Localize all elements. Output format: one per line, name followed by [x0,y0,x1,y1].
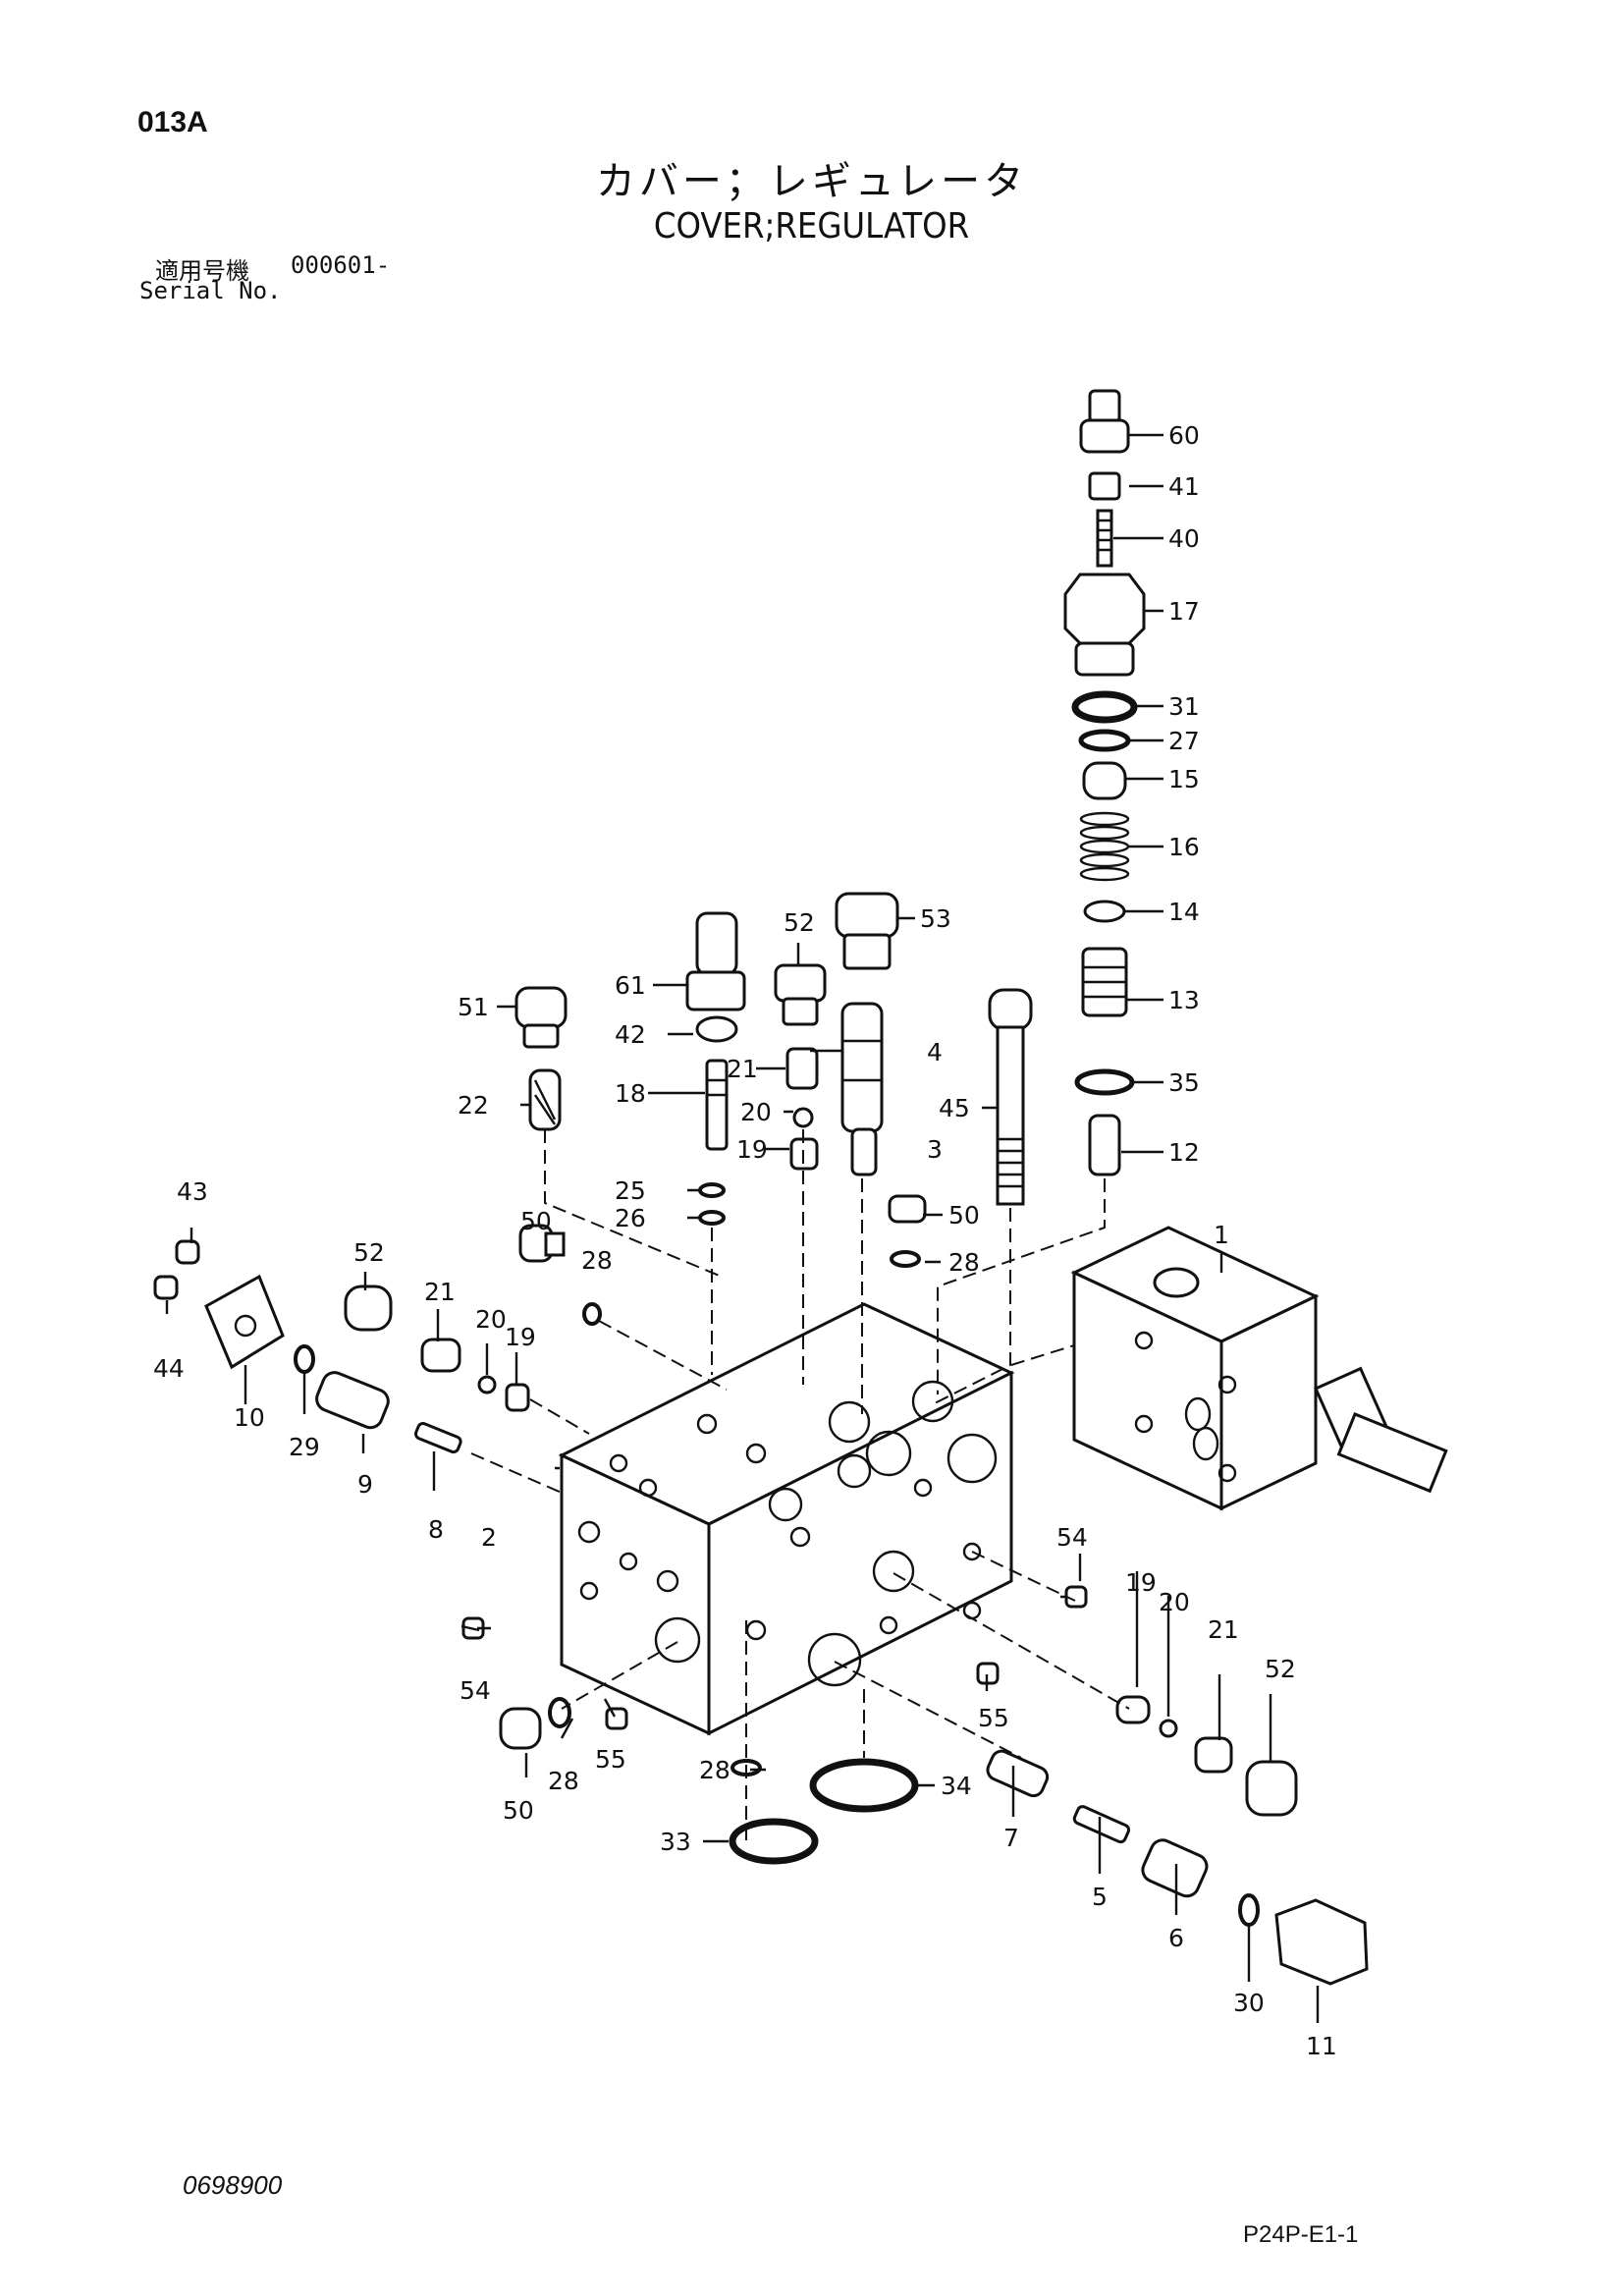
callout-22: 22 [458,1091,489,1120]
callout-21-top: 21 [727,1055,758,1083]
callout-42: 42 [615,1020,646,1049]
regulator-inner-parts [514,892,1033,1326]
callout-9: 9 [357,1470,373,1499]
callout-45: 45 [939,1094,970,1122]
callout-28-left: 28 [581,1246,613,1275]
callout-51: 51 [458,993,489,1021]
callout-41: 41 [1168,472,1200,501]
callout-55-right: 55 [978,1704,1009,1732]
callout-28-bottom: 28 [699,1756,730,1784]
callout-12: 12 [1168,1138,1200,1167]
callout-27: 27 [1168,727,1200,755]
callout-54-left: 54 [460,1676,491,1705]
callout-16: 16 [1168,833,1200,861]
regulator-stack-parts [1063,389,1146,1176]
callout-13: 13 [1168,986,1200,1014]
callout-14: 14 [1168,898,1200,926]
callout-44: 44 [153,1354,185,1383]
callout-5: 5 [1092,1883,1108,1911]
callout-30: 30 [1233,1989,1265,2017]
callout-53: 53 [920,904,951,933]
callout-21-right: 21 [1208,1615,1239,1644]
callout-55-left: 55 [595,1745,626,1774]
callout-3: 3 [927,1135,943,1164]
callout-11: 11 [1306,2032,1337,2060]
callout-25: 25 [615,1176,646,1205]
callout-54-right: 54 [1056,1523,1088,1552]
leader-lines [165,433,1320,2023]
serial-label-japanese: 適用号機 [155,257,249,285]
callout-29: 29 [289,1433,320,1461]
page-code: 013A [137,106,208,138]
callout-31: 31 [1168,692,1200,721]
callout-19-right: 19 [1125,1568,1157,1597]
valve-body-part-2 [558,1302,1015,1736]
page-reference: P24P-E1-1 [1243,2221,1359,2248]
callout-1: 1 [1214,1221,1229,1249]
title-japanese: カバー；レギュレータ [595,159,1028,204]
assembly-lines [470,1129,1130,1841]
document-number: 0698900 [183,2170,283,2200]
callout-17: 17 [1168,597,1200,626]
callout-20-left: 20 [475,1305,507,1334]
callout-52-right: 52 [1265,1655,1296,1683]
callout-8: 8 [428,1515,444,1544]
callout-34: 34 [941,1772,972,1800]
cover-block-part-1 [1070,1226,1448,1511]
callout-35: 35 [1168,1068,1200,1097]
callout-60: 60 [1168,421,1200,450]
callout-26: 26 [615,1204,646,1232]
callout-4: 4 [927,1038,943,1066]
lower-parts [461,1585,1369,1986]
callout-43: 43 [177,1177,208,1206]
left-side-parts [153,1239,530,1454]
callout-6: 6 [1168,1924,1184,1952]
callout-40: 40 [1168,524,1200,553]
callout-52-left: 52 [353,1238,385,1267]
callout-20-right: 20 [1159,1588,1190,1616]
callout-10: 10 [234,1403,265,1432]
serial-number-value: 000601- [291,251,391,279]
callout-33: 33 [660,1828,691,1856]
callout-28-left-bottom: 28 [548,1767,579,1795]
callout-2: 2 [481,1523,497,1552]
callout-52-top: 52 [784,908,815,937]
serial-label-english: Serial No. [139,277,282,304]
callout-61: 61 [615,971,646,1000]
part-callout-labels: 60 41 40 17 31 27 15 16 14 13 35 12 1 53… [153,421,1337,2060]
callout-50-left: 50 [520,1207,552,1235]
callout-7: 7 [1003,1824,1019,1852]
callout-50-top: 50 [948,1201,980,1230]
callout-15: 15 [1168,765,1200,793]
callout-28-top: 28 [948,1248,980,1277]
callout-19-top: 19 [736,1135,768,1164]
callout-19-left: 19 [505,1323,536,1351]
callout-50-bottom: 50 [503,1796,534,1825]
callout-21-left: 21 [424,1278,456,1306]
title-english: COVER;REGULATOR [653,206,970,246]
callout-20-top: 20 [740,1098,772,1126]
callout-18: 18 [615,1079,646,1108]
